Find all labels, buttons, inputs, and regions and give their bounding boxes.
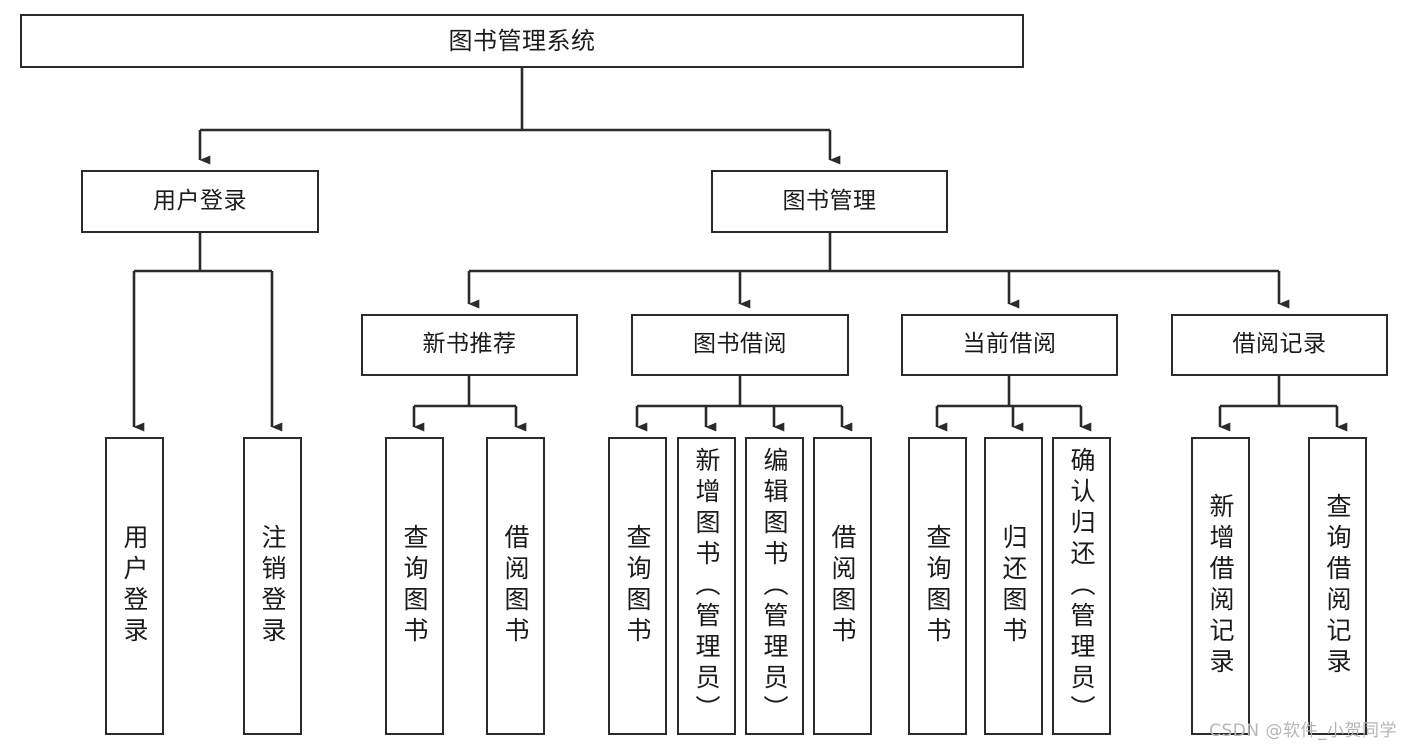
node-leaf-return-book[interactable]: 归还图书 xyxy=(984,437,1043,735)
node-leaf-edit-book-admin[interactable]: 编辑图书（管理员） xyxy=(745,437,804,735)
node-book-manage[interactable]: 图书管理 xyxy=(711,170,948,233)
node-current-borrow-label: 当前借阅 xyxy=(962,331,1057,358)
node-leaf-add-book-admin[interactable]: 新增图书（管理员） xyxy=(677,437,736,735)
node-leaf-return-book-label: 归还图书 xyxy=(999,524,1028,648)
node-leaf-borrow-book-2[interactable]: 借阅图书 xyxy=(813,437,872,735)
node-leaf-confirm-return-admin[interactable]: 确认归还（管理员） xyxy=(1052,437,1111,735)
node-leaf-user-logout-label: 注销登录 xyxy=(258,524,287,648)
node-leaf-borrow-book-1[interactable]: 借阅图书 xyxy=(486,437,545,735)
node-borrow-record[interactable]: 借阅记录 xyxy=(1171,314,1388,376)
node-book-borrow[interactable]: 图书借阅 xyxy=(631,314,849,376)
watermark: CSDN @软件_小贺同学 xyxy=(1209,721,1397,741)
node-borrow-record-label: 借阅记录 xyxy=(1232,331,1327,358)
node-user-login-label: 用户登录 xyxy=(153,187,247,214)
node-leaf-confirm-return-admin-label: 确认归还（管理员） xyxy=(1067,446,1096,726)
node-leaf-add-borrow-record[interactable]: 新增借阅记录 xyxy=(1191,437,1250,735)
node-current-borrow[interactable]: 当前借阅 xyxy=(901,314,1118,376)
node-leaf-query-book-2-label: 查询图书 xyxy=(623,524,652,648)
node-leaf-query-book-1-label: 查询图书 xyxy=(400,524,429,648)
node-leaf-user-login[interactable]: 用户登录 xyxy=(105,437,164,735)
node-leaf-add-borrow-record-label: 新增借阅记录 xyxy=(1206,493,1235,679)
node-leaf-query-borrow-record[interactable]: 查询借阅记录 xyxy=(1308,437,1367,735)
node-leaf-borrow-book-1-label: 借阅图书 xyxy=(501,524,530,648)
node-new-book-rec-label: 新书推荐 xyxy=(422,331,517,358)
node-leaf-query-book-1[interactable]: 查询图书 xyxy=(385,437,444,735)
node-leaf-query-book-3-label: 查询图书 xyxy=(923,524,952,648)
node-leaf-edit-book-admin-label: 编辑图书（管理员） xyxy=(760,446,789,726)
node-book-borrow-label: 图书借阅 xyxy=(693,331,787,358)
node-book-manage-label: 图书管理 xyxy=(782,187,877,214)
node-user-login[interactable]: 用户登录 xyxy=(81,170,319,233)
node-leaf-user-logout[interactable]: 注销登录 xyxy=(243,437,302,735)
node-leaf-borrow-book-2-label: 借阅图书 xyxy=(828,524,857,648)
node-leaf-query-borrow-record-label: 查询借阅记录 xyxy=(1323,493,1352,679)
node-leaf-add-book-admin-label: 新增图书（管理员） xyxy=(692,446,721,726)
node-root[interactable]: 图书管理系统 xyxy=(20,14,1024,68)
node-leaf-query-book-3[interactable]: 查询图书 xyxy=(908,437,967,735)
node-root-label: 图书管理系统 xyxy=(448,26,596,55)
node-new-book-rec[interactable]: 新书推荐 xyxy=(361,314,578,376)
node-leaf-user-login-label: 用户登录 xyxy=(120,524,149,648)
node-leaf-query-book-2[interactable]: 查询图书 xyxy=(608,437,667,735)
